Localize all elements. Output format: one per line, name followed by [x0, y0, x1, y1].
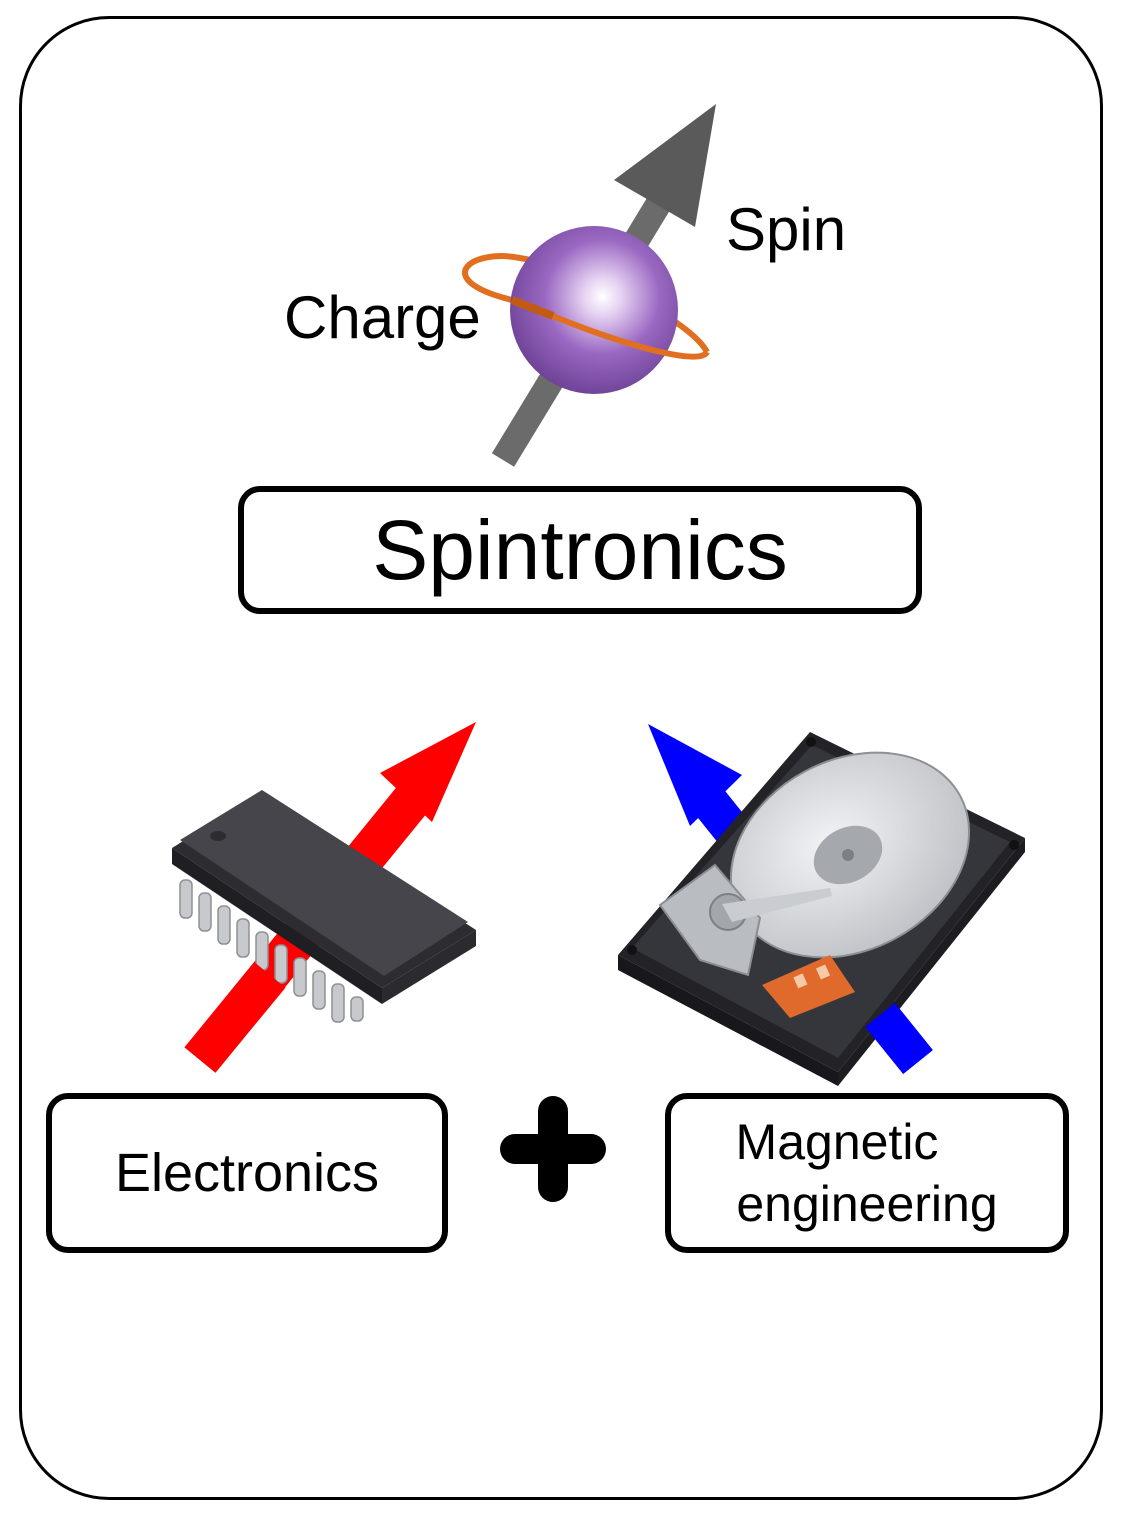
- electron-sphere: [510, 226, 678, 394]
- electronics-box: Electronics: [46, 1093, 448, 1253]
- electronics-label: Electronics: [114, 1143, 380, 1203]
- magnetic-arrow-front: [865, 1003, 933, 1074]
- spin-label: Spin: [726, 196, 847, 263]
- electron-spin-icon: [462, 104, 716, 467]
- outer-frame: [19, 16, 1103, 1500]
- spintronics-title: Spintronics: [372, 502, 788, 597]
- magnetic-engineering-box: Magnetic engineering: [665, 1093, 1069, 1253]
- microchip-icon: [172, 790, 476, 1023]
- spintronics-title-box: Spintronics: [238, 486, 922, 614]
- magnetic-label-line2: engineering: [736, 1176, 998, 1232]
- magnetic-label-line1: Magnetic: [735, 1113, 939, 1170]
- orbit-ring-front: [510, 296, 710, 360]
- plus-icon: [500, 1096, 606, 1202]
- electronics-arrow-front: [184, 962, 286, 1073]
- charge-label: Charge: [284, 284, 481, 351]
